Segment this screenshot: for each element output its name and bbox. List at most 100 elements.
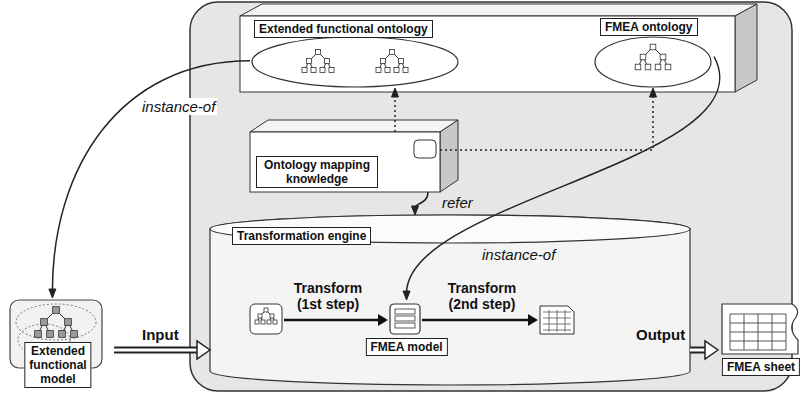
engine-cylinder <box>210 215 690 385</box>
arrowhead <box>197 341 210 359</box>
sheet-icon <box>540 306 574 334</box>
connector-line <box>440 95 653 150</box>
drawing-part <box>635 64 641 70</box>
drawing-part <box>315 49 320 54</box>
box-top-face <box>240 4 757 16</box>
sheet-icon-grid <box>543 310 571 332</box>
drawing-part <box>403 67 408 72</box>
connector <box>440 88 657 150</box>
drawing-part <box>398 58 403 63</box>
box-side-face <box>735 4 757 92</box>
drawing-part <box>35 331 42 338</box>
drawing-part <box>258 314 262 318</box>
drawing-part <box>422 319 530 322</box>
node-label: FMEA sheet <box>722 358 800 376</box>
drawing-part <box>744 314 745 350</box>
step-label: Transform (2nd step) <box>440 280 524 312</box>
node-label: FMEA ontology <box>600 18 698 36</box>
drawing-part <box>65 319 72 326</box>
drawing-part <box>376 67 381 72</box>
diagram-node: Extended functional ontology <box>250 20 460 88</box>
drawing-part <box>252 37 458 87</box>
mapping-box-front <box>250 132 440 192</box>
connector <box>412 192 429 215</box>
transform-arrow <box>422 314 538 326</box>
connector-line <box>407 57 720 294</box>
drawing-part <box>385 67 390 72</box>
drawing-part <box>284 319 380 322</box>
drawing-part <box>47 331 54 338</box>
drawing-part <box>557 310 558 332</box>
arrowhead <box>705 341 718 359</box>
drawing-part <box>261 320 265 324</box>
connector <box>49 61 250 298</box>
drawing-part <box>395 323 415 328</box>
connector-label: instance-of <box>140 98 217 115</box>
transform-arrow <box>284 314 388 326</box>
diagram-node: FMEA model <box>365 300 448 358</box>
drawing-part <box>395 309 415 314</box>
arrowhead <box>403 291 410 300</box>
drawing-part <box>665 64 671 70</box>
connector-label: refer <box>440 194 475 211</box>
arrowhead <box>412 206 419 215</box>
connector-line <box>52 61 250 291</box>
drawing-part <box>267 320 271 324</box>
ontology-box-front <box>240 16 735 92</box>
drawing-part <box>595 37 711 87</box>
connector <box>392 88 399 132</box>
connector <box>403 57 720 301</box>
drawing-part <box>549 310 550 332</box>
system-panel <box>190 2 792 391</box>
drawing-part <box>389 49 394 54</box>
connector <box>690 341 718 359</box>
drawing-part <box>306 58 311 63</box>
arrowhead <box>650 88 657 97</box>
box-side-face <box>440 120 458 192</box>
connector-line <box>394 95 396 132</box>
drawing-part <box>390 304 420 334</box>
connector-label: instance-of <box>480 246 557 263</box>
arrowhead <box>49 289 56 298</box>
drawing-part <box>320 67 325 72</box>
node-label: Ontology mapping knowledge <box>256 156 378 188</box>
drawing-part <box>311 67 316 72</box>
drawing-part <box>645 64 651 70</box>
drawing-part <box>655 64 661 70</box>
drawing-part <box>650 44 656 50</box>
drawing-part <box>273 320 277 324</box>
connector-label: Input <box>140 326 181 343</box>
drawing-part <box>302 67 307 72</box>
mapping-rule-icon <box>414 140 436 158</box>
drawing-part <box>71 331 78 338</box>
drawing-part <box>378 314 388 326</box>
diagram-node: Extended functional model <box>2 298 114 388</box>
box-top-face <box>250 120 458 132</box>
drawing-part <box>380 58 385 63</box>
step-label: Transform (1st step) <box>286 280 370 312</box>
drawing-part <box>324 58 329 63</box>
drawing-part <box>722 304 798 354</box>
drawing-part <box>394 67 399 72</box>
connector <box>114 341 210 359</box>
drawing-part <box>565 310 566 332</box>
drawing-part <box>16 304 96 340</box>
connector-label: Output <box>634 326 687 343</box>
drawing-part <box>528 314 538 326</box>
mini-tree <box>255 308 277 324</box>
drawing-part <box>772 314 773 350</box>
drawing-part <box>264 308 268 312</box>
drawing-part <box>758 314 759 350</box>
drawing-part <box>786 314 787 350</box>
drawing-part <box>660 54 666 60</box>
drawing-part <box>255 320 259 324</box>
drawing-part <box>329 67 334 72</box>
connector-line <box>114 347 199 354</box>
drawing-part <box>59 331 66 338</box>
drawing-part <box>41 319 48 326</box>
functional-model-icon <box>250 304 282 334</box>
diagram-node: Ontology mapping knowledge <box>250 132 440 192</box>
node-label: FMEA model <box>365 338 447 356</box>
